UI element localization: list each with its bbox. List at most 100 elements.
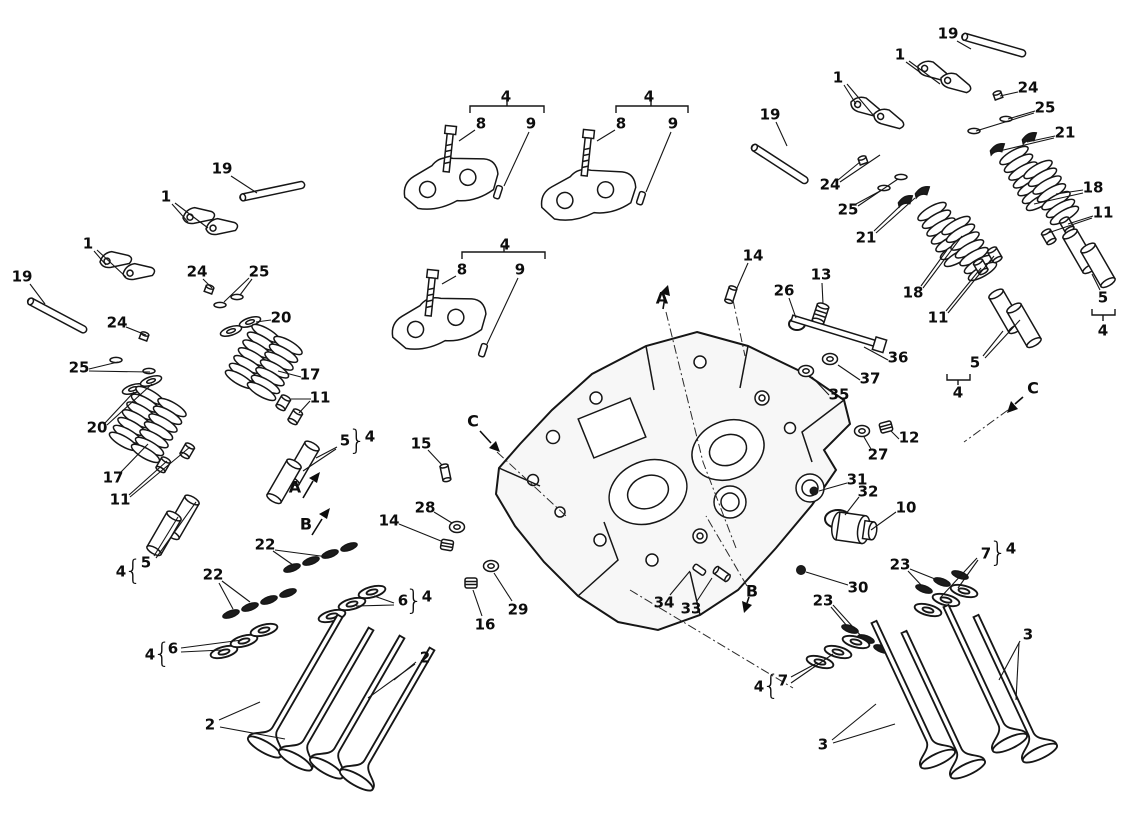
part-number-5: 5 <box>969 353 981 372</box>
arrow-b-left <box>319 508 330 519</box>
arrow-c-center <box>489 441 500 452</box>
brace-glyph: } <box>348 423 366 457</box>
part-number-25: 25 <box>837 200 859 219</box>
leader-line <box>171 203 189 223</box>
part-number-13: 13 <box>810 265 832 284</box>
part-number-36: 36 <box>887 348 909 367</box>
part-number-4: 4 <box>364 427 376 446</box>
leader-line <box>230 175 258 194</box>
leader-line <box>982 330 1004 357</box>
part-number-5: 5 <box>1097 288 1109 307</box>
leader-line <box>596 129 616 142</box>
leader-line <box>174 202 209 229</box>
part-number-4: 4 <box>1097 321 1109 340</box>
part-number-14: 14 <box>742 246 764 265</box>
part-number-11: 11 <box>309 388 331 407</box>
arrow-b-center <box>742 601 752 613</box>
leader-line <box>805 571 849 586</box>
leader-line <box>1055 189 1084 195</box>
leader-line <box>180 649 223 653</box>
leader-line <box>922 235 963 289</box>
grouping-brackets <box>461 100 1116 385</box>
leader-line <box>221 580 251 603</box>
leader-line <box>863 346 889 361</box>
part-number-25: 25 <box>1034 98 1056 117</box>
leader-line <box>277 370 302 378</box>
leader-line <box>863 436 872 450</box>
part-number-1: 1 <box>894 45 906 64</box>
leader-line <box>790 662 818 678</box>
leader-line <box>998 640 1021 681</box>
leader-line <box>908 60 941 85</box>
section-letter-C: C <box>467 411 479 431</box>
part-number-24: 24 <box>819 175 841 194</box>
part-number-20: 20 <box>86 418 108 437</box>
leader-line <box>104 391 135 424</box>
brace-glyph: } <box>405 583 423 617</box>
leader-line <box>844 496 860 516</box>
part-number-4: 4 <box>144 645 156 664</box>
part-number-30: 30 <box>847 578 869 597</box>
leader-line <box>645 131 672 193</box>
leader-line <box>669 570 691 596</box>
leader-line <box>736 262 749 289</box>
leader-line <box>909 568 941 582</box>
leader-line <box>832 723 896 744</box>
leader-line <box>1091 273 1101 291</box>
combustion-chamber-opening <box>608 458 688 526</box>
leader-line <box>29 283 46 305</box>
leader-line <box>818 482 848 492</box>
leader-line <box>367 663 416 699</box>
part-number-19: 19 <box>759 105 781 124</box>
part-number-4: 4 <box>500 87 512 106</box>
part-number-4: 4 <box>115 562 127 581</box>
part-number-8: 8 <box>475 114 487 133</box>
leader-line <box>128 460 168 496</box>
part-number-14: 14 <box>378 511 400 530</box>
part-number-22: 22 <box>202 565 224 584</box>
leader-line <box>503 131 530 187</box>
part-number-26: 26 <box>773 281 795 300</box>
leader-line <box>129 446 191 498</box>
leader-line <box>202 278 213 289</box>
leader-line <box>355 604 395 607</box>
leader-line <box>180 639 243 649</box>
steel-ball <box>809 486 819 496</box>
leader-line <box>947 255 995 314</box>
long-stud-bolt <box>790 314 888 354</box>
part-number-5: 5 <box>140 553 152 572</box>
steel-ball <box>796 565 806 575</box>
arrow-a-center <box>660 285 670 296</box>
part-number-4: 4 <box>499 235 511 254</box>
part-number-27: 27 <box>867 445 889 464</box>
leader-line <box>458 129 476 142</box>
part-number-7: 7 <box>777 671 789 690</box>
combustion-chamber-opening <box>691 418 765 482</box>
part-number-18: 18 <box>902 283 924 302</box>
section-letter-B: B <box>299 514 313 534</box>
part-number-4: 4 <box>421 587 433 606</box>
leader-line <box>155 501 197 559</box>
leader-line <box>890 430 900 440</box>
leader-line <box>837 161 861 181</box>
part-number-24: 24 <box>106 313 128 332</box>
part-number-2: 2 <box>204 715 216 734</box>
part-number-24: 24 <box>186 262 208 281</box>
leader-line <box>472 589 483 617</box>
leader-line <box>88 370 151 373</box>
cylinder-head-body <box>494 330 852 632</box>
section-arrows <box>302 285 1024 613</box>
part-number-20: 20 <box>270 308 292 327</box>
leader-line <box>999 91 1019 97</box>
leader-line <box>975 112 1035 132</box>
leader-line <box>775 121 788 147</box>
part-number-18: 18 <box>1082 178 1104 197</box>
part-number-29: 29 <box>507 600 529 619</box>
part-number-21: 21 <box>1054 123 1076 142</box>
part-number-1: 1 <box>82 234 94 253</box>
part-number-11: 11 <box>927 308 949 327</box>
leader-line <box>873 206 900 232</box>
